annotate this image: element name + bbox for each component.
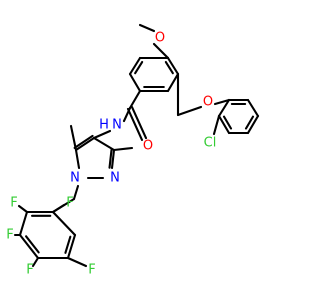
atom-label-f1: F	[66, 196, 73, 211]
aromatic-inner-bond	[222, 115, 233, 130]
atom-label-n-pyrazole-2: N	[110, 171, 120, 186]
atom-label-nh: N	[112, 118, 122, 133]
bond-ring-o-methoxy	[152, 42, 170, 60]
atom-label-o-ether: O	[203, 95, 213, 110]
bond-ring-carbonyl	[128, 89, 142, 110]
ring-bond	[74, 148, 81, 170]
atom-label-h-amide: H	[99, 118, 109, 133]
bond-layer	[13, 23, 260, 268]
atom-label-f2: F	[10, 196, 17, 211]
ring-bond	[166, 56, 180, 76]
ring-bond	[66, 233, 77, 260]
aromatic-inner-bond	[25, 235, 40, 254]
bond-c-f	[31, 256, 40, 268]
bond-methyl	[69, 124, 78, 152]
bond-ring-cl	[212, 114, 221, 136]
ring-bond	[128, 72, 142, 93]
ring-bond	[246, 114, 260, 135]
ring-bond	[92, 136, 116, 152]
ring-bond	[73, 134, 94, 149]
atom-label-f5: F	[88, 263, 95, 278]
bond-c-f	[66, 256, 88, 268]
aromatic-inner-bond	[164, 60, 174, 75]
bond-methyl	[112, 146, 134, 152]
ring-bond	[18, 210, 29, 237]
atom-label-cl: Cl	[204, 136, 217, 151]
bond-o-methyl	[138, 23, 156, 33]
atom-label-o-carbonyl: O	[143, 139, 153, 154]
atom-label-f4: F	[26, 263, 33, 278]
ring-bond	[108, 148, 113, 169]
ring-bond	[128, 56, 142, 76]
atom-label-o-methoxy: O	[155, 31, 165, 46]
bond-c-f	[17, 204, 29, 214]
ring-bond	[18, 233, 40, 260]
bond-ch2-o	[176, 105, 203, 117]
ring-bond	[246, 98, 260, 118]
atom-label-f3: F	[6, 228, 13, 243]
ring-bond	[110, 148, 116, 170]
ring-bond	[217, 114, 231, 135]
ring-bond	[74, 136, 96, 152]
bond-c-o-double	[130, 106, 148, 140]
ring-bond	[51, 210, 77, 237]
bond-c-f	[51, 203, 66, 214]
ring-bond	[217, 98, 231, 118]
aromatic-inner-bond	[134, 60, 144, 75]
aromatic-inner-bond	[64, 235, 72, 254]
bond-o-aryl	[213, 98, 231, 106]
bond-n-ch2	[72, 184, 80, 201]
bond-c-o-double	[126, 107, 144, 141]
ring-bond	[166, 72, 180, 93]
aromatic-inner-bond	[244, 115, 255, 130]
bond-c-n	[122, 106, 132, 123]
bond-n-pyrazole	[92, 129, 112, 140]
atom-label-n-pyrazole-1: N	[70, 171, 80, 186]
